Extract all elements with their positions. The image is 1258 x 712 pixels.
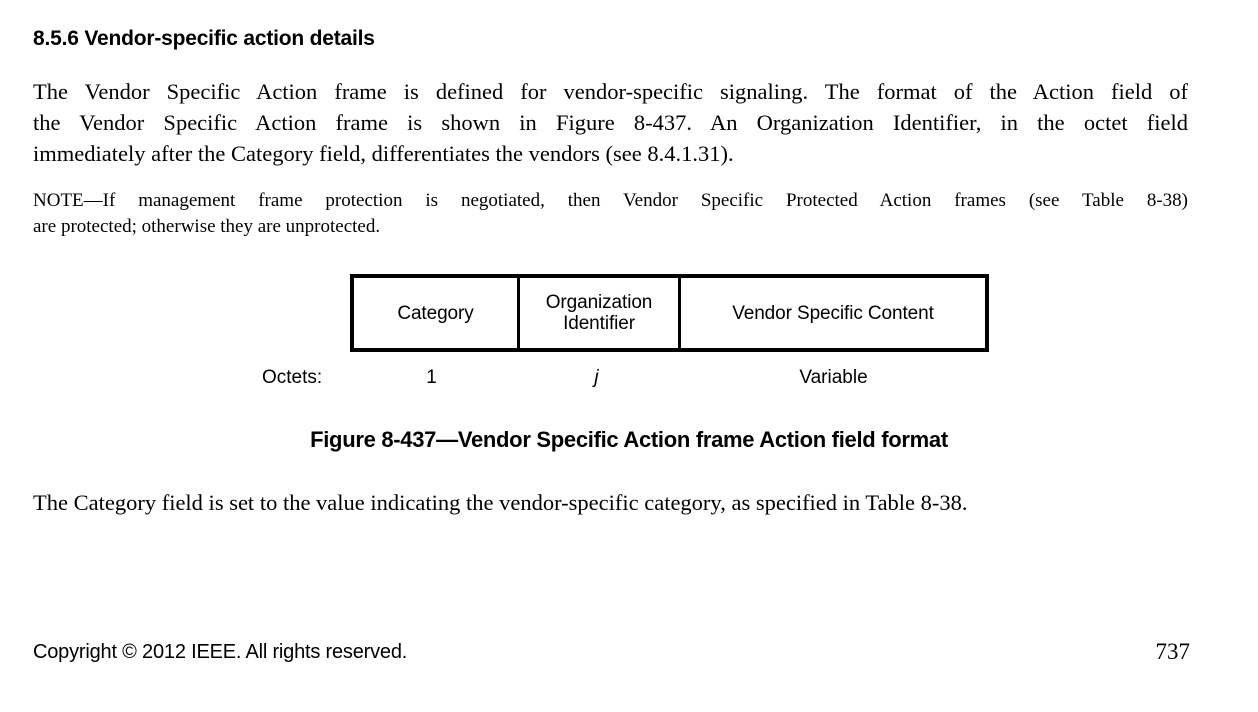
intro-line-2: the Vendor Specific Action frame is show…	[33, 110, 1188, 135]
footer-copyright: Copyright © 2012 IEEE. All rights reserv…	[33, 641, 408, 663]
intro-line-1: The Vendor Specific Action frame is defi…	[33, 79, 1188, 104]
frame-format-table: Category Organization Identifier Vendor …	[350, 274, 989, 352]
intro-line-3: immediately after the Category field, di…	[33, 141, 734, 166]
intro-paragraph: The Vendor Specific Action frame is defi…	[33, 76, 1188, 169]
octets-value-organization-identifier: j	[594, 367, 599, 388]
octets-value-category: 1	[426, 367, 437, 388]
frame-field-vendor-specific-content-label: Vendor Specific Content	[732, 302, 934, 324]
figure-caption: Figure 8-437—Vendor Specific Action fram…	[310, 427, 948, 452]
octets-row: Octets: 1 j Variable	[0, 364, 1258, 392]
note-line-2: are protected; otherwise they are unprot…	[33, 216, 381, 237]
page-footer: Copyright © 2012 IEEE. All rights reserv…	[0, 638, 1258, 672]
frame-field-vendor-specific-content: Vendor Specific Content	[678, 278, 985, 348]
frame-field-organization-identifier-label: Organization Identifier	[546, 292, 653, 334]
org-id-label-line-2: Identifier	[563, 313, 635, 334]
frame-field-organization-identifier: Organization Identifier	[517, 278, 678, 348]
closing-paragraph: The Category field is set to the value i…	[33, 490, 968, 515]
frame-field-category-label: Category	[397, 302, 474, 324]
footer-page-number: 737	[1155, 639, 1191, 664]
frame-field-category: Category	[354, 278, 517, 348]
octets-row-label: Octets:	[262, 367, 323, 388]
octets-value-vendor-specific-content: Variable	[799, 367, 868, 388]
org-id-label-line-1: Organization	[545, 292, 653, 313]
note-line-1: NOTE—If management frame protection is n…	[33, 190, 1188, 211]
note-paragraph: NOTE—If management frame protection is n…	[33, 188, 1188, 240]
page-title: 8.5.6 Vendor-specific action details	[33, 27, 375, 51]
